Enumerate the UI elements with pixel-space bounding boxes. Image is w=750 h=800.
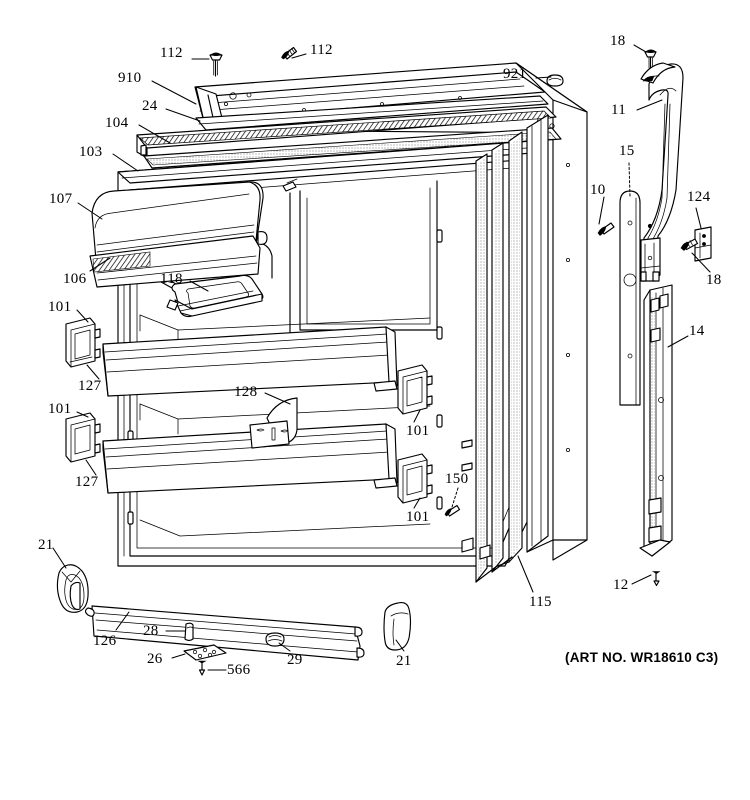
gasket-retainer-104 bbox=[136, 106, 557, 159]
mounting-plate-26 bbox=[183, 644, 227, 661]
callout-104: 104 bbox=[105, 115, 129, 131]
shelf-end-cap-101-lower-right bbox=[397, 453, 433, 504]
callout-103: 103 bbox=[79, 144, 103, 160]
plug-cap-921 bbox=[546, 74, 564, 87]
callout-12: 12 bbox=[613, 577, 629, 593]
callout-101-b: 101 bbox=[48, 401, 72, 417]
callout-15: 15 bbox=[619, 143, 635, 159]
callout-26: 26 bbox=[147, 651, 163, 667]
callout-107: 107 bbox=[49, 191, 73, 207]
callout-127-a: 127 bbox=[78, 378, 102, 394]
callout-118: 118 bbox=[160, 271, 183, 287]
callout-124: 124 bbox=[687, 189, 711, 205]
callout-101-d: 101 bbox=[406, 509, 430, 525]
leader-lines bbox=[52, 44, 711, 671]
door-gasket-115 bbox=[461, 114, 588, 583]
callout-921: 921 bbox=[503, 66, 527, 82]
shelf-end-cap-101-upper-left bbox=[65, 317, 101, 368]
callout-127-b: 127 bbox=[75, 474, 99, 490]
screw-10 bbox=[597, 222, 615, 236]
dairy-compartment-cover-107 bbox=[89, 181, 273, 288]
callout-910: 910 bbox=[118, 70, 142, 86]
screw-566 bbox=[197, 660, 207, 676]
callout-112-right: 112 bbox=[310, 42, 333, 58]
callout-10: 10 bbox=[590, 182, 606, 198]
callout-11: 11 bbox=[611, 102, 627, 118]
callout-112-left: 112 bbox=[160, 45, 183, 61]
callout-106: 106 bbox=[63, 271, 87, 287]
callout-126: 126 bbox=[93, 633, 117, 649]
screw-18-mid bbox=[680, 238, 699, 251]
shelf-rail-127-upper bbox=[102, 326, 398, 397]
bottom-shelf-rail-126 bbox=[84, 605, 365, 661]
art-number: (ART NO. WR18610 C3) bbox=[565, 650, 719, 665]
door-trim-rail-14 bbox=[639, 284, 673, 557]
screw-112-left bbox=[209, 52, 223, 77]
screw-112-right bbox=[281, 46, 298, 60]
callout-18-top: 18 bbox=[610, 33, 626, 49]
door-handle-11 bbox=[640, 62, 684, 282]
end-cap-21-left bbox=[56, 564, 89, 613]
callout-566: 566 bbox=[227, 662, 251, 678]
callout-28: 28 bbox=[143, 623, 159, 639]
callout-128: 128 bbox=[234, 384, 258, 400]
callout-101-c: 101 bbox=[406, 423, 430, 439]
callout-21-left: 21 bbox=[38, 537, 54, 553]
callout-14: 14 bbox=[689, 323, 705, 339]
screw-150 bbox=[444, 504, 461, 517]
callout-115: 115 bbox=[529, 594, 552, 610]
handle-trim-strip-15 bbox=[619, 190, 641, 406]
bracket-clip-124 bbox=[694, 226, 712, 262]
door-liner-trim-24 bbox=[195, 95, 549, 131]
screw-18-top bbox=[644, 49, 657, 70]
gasket-retainer-104-second bbox=[143, 127, 562, 169]
callout-150: 150 bbox=[445, 471, 469, 487]
pin-28 bbox=[184, 622, 194, 642]
callout-101-a: 101 bbox=[48, 299, 72, 315]
callout-18-mid: 18 bbox=[706, 272, 722, 288]
egg-tray-118 bbox=[166, 274, 264, 318]
screw-12 bbox=[651, 571, 661, 587]
shelf-end-cap-101-upper-right bbox=[397, 364, 433, 415]
end-cap-21-bottom bbox=[383, 602, 412, 651]
shelf-rail-127-lower bbox=[102, 423, 398, 494]
shelf-retainer-latch-128 bbox=[249, 397, 298, 449]
callout-21-bottom: 21 bbox=[396, 653, 412, 669]
callout-24: 24 bbox=[142, 98, 158, 114]
callout-29: 29 bbox=[287, 652, 303, 668]
shelf-end-cap-101-lower-left bbox=[65, 412, 101, 463]
